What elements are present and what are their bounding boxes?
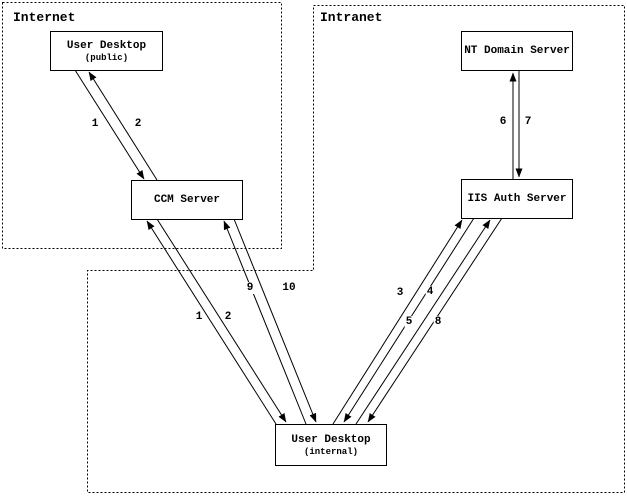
flow-line-3-internal-to-iis bbox=[332, 219, 463, 425]
flow-line-1-internal-to-ccm bbox=[146, 220, 277, 425]
flow-label-4: 4 bbox=[425, 286, 435, 298]
node-ccm-server-title: CCM Server bbox=[153, 193, 220, 206]
node-user-desktop-internal-title: User Desktop bbox=[291, 433, 371, 446]
node-iis-auth-server: IIS Auth Server bbox=[461, 179, 573, 219]
intranet-zone-outline bbox=[87, 5, 625, 493]
flow-label-1-public: 1 bbox=[90, 118, 100, 130]
intranet-zone-label: Intranet bbox=[320, 10, 383, 25]
flow-label-10: 10 bbox=[281, 282, 297, 294]
node-user-desktop-internal: User Desktop (internal) bbox=[275, 424, 387, 466]
flow-line-9-internal-to-ccm bbox=[223, 220, 307, 425]
flow-line-2-ccm-to-public bbox=[88, 71, 158, 181]
flow-line-2-ccm-to-internal bbox=[156, 218, 287, 423]
flow-label-5: 5 bbox=[404, 316, 414, 328]
node-user-desktop-public: User Desktop (public) bbox=[50, 31, 163, 71]
flow-label-2-internal: 2 bbox=[223, 311, 233, 323]
flow-line-1-public-to-ccm bbox=[74, 69, 145, 180]
flow-label-8: 8 bbox=[433, 316, 443, 328]
flow-label-3: 3 bbox=[395, 287, 405, 299]
internet-zone-label: Internet bbox=[13, 10, 76, 25]
node-user-desktop-internal-subtitle: (internal) bbox=[303, 446, 358, 457]
node-iis-auth-server-title: IIS Auth Server bbox=[467, 192, 567, 205]
flow-label-7: 7 bbox=[523, 116, 533, 128]
internet-zone-outline bbox=[2, 2, 282, 249]
node-nt-domain-server-title: NT Domain Server bbox=[464, 44, 570, 57]
flow-label-9: 9 bbox=[245, 282, 255, 294]
node-user-desktop-public-title: User Desktop bbox=[66, 39, 147, 52]
node-user-desktop-public-subtitle: (public) bbox=[84, 52, 129, 63]
flow-line-5-internal-to-iis bbox=[355, 219, 491, 425]
flow-label-1-internal: 1 bbox=[194, 311, 204, 323]
node-nt-domain-server: NT Domain Server bbox=[461, 31, 573, 71]
node-ccm-server: CCM Server bbox=[131, 180, 243, 220]
flow-label-6: 6 bbox=[498, 116, 508, 128]
flow-label-2-public: 2 bbox=[133, 118, 143, 130]
flow-line-10-ccm-to-internal bbox=[233, 218, 317, 423]
